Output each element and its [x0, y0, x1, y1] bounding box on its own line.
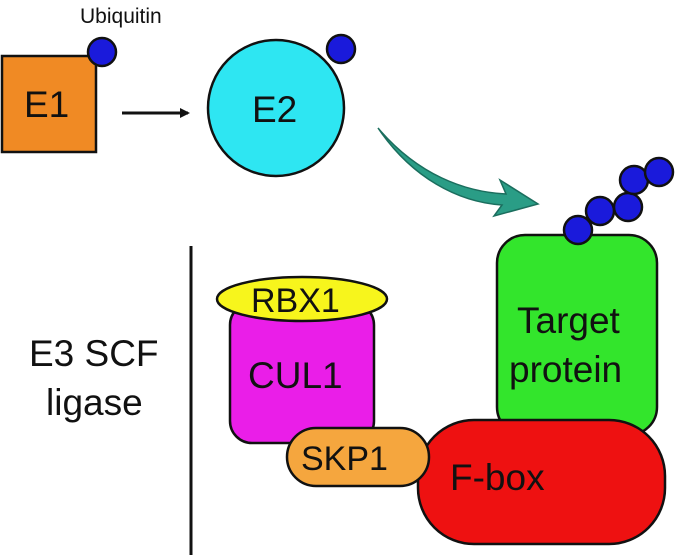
e3-label-line1: E3 SCF — [29, 333, 159, 374]
rbx1-subunit: RBX1 — [215, 275, 389, 323]
e2-label: E2 — [252, 89, 297, 130]
target-label-line2: protein — [509, 349, 622, 390]
skp1-subunit: SKP1 — [285, 426, 431, 488]
ubiquitin-e2 — [325, 33, 357, 65]
rbx1-label: RBX1 — [251, 282, 340, 320]
ubiquitin-chain-3 — [612, 191, 644, 223]
e2-enzyme: E2 — [206, 38, 346, 178]
skp1-label: SKP1 — [301, 440, 388, 478]
ubiquitin-chain-4 — [618, 164, 650, 196]
fbox-subunit: F-box — [416, 418, 667, 546]
cul1-label: CUL1 — [248, 355, 343, 396]
e1-label: E1 — [24, 84, 69, 125]
rbx1-shape — [215, 275, 389, 323]
fbox-label: F-box — [450, 457, 545, 498]
target-label-line1: Target — [517, 300, 621, 341]
skp1-shape — [285, 426, 431, 488]
e1-enzyme: E1 — [0, 54, 98, 154]
target-protein: Target protein — [495, 233, 659, 437]
e1-box — [0, 54, 98, 154]
ubiquitin-chain-2 — [584, 195, 616, 227]
ubiquitin-e1 — [86, 36, 118, 68]
ubiquitin-chain-5 — [643, 156, 675, 188]
curved-transfer-arrow — [377, 127, 540, 218]
fbox-shape — [416, 418, 667, 546]
e2-circle — [206, 38, 346, 178]
e3-label-line2: ligase — [46, 382, 143, 423]
ubiquitin-chain-1 — [562, 214, 594, 246]
cul1-subunit: CUL1 — [228, 301, 376, 445]
ubiquitin-label: Ubiquitin — [80, 5, 162, 28]
